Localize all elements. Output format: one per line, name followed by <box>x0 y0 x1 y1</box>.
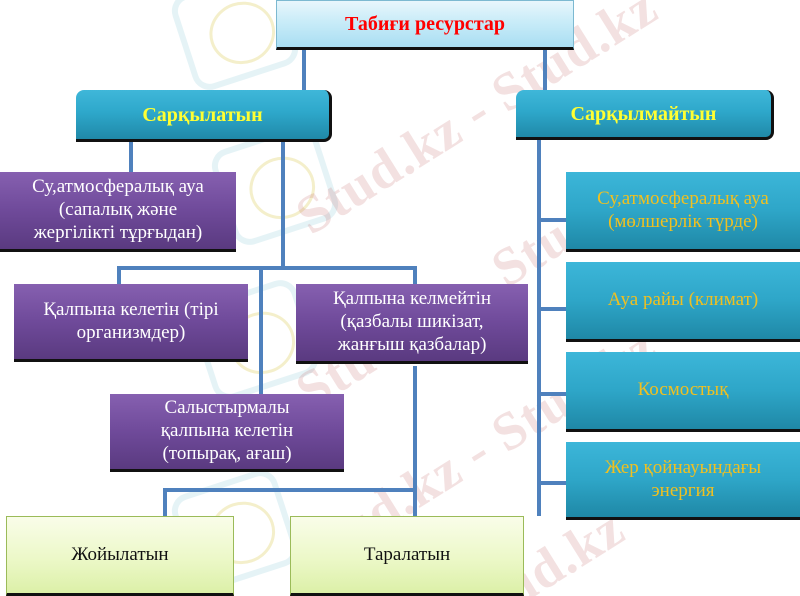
node-geothermal-label: Жер қойнауындағы энергия <box>604 456 762 501</box>
connector-root-right <box>543 48 547 92</box>
node-non-renewable: Қалпына келмейтін (қазбалы шикізат, жанғ… <box>296 284 528 364</box>
node-relatively-renewable-label: Салыстырмалы қалпына келетін (топырақ, а… <box>160 397 294 464</box>
node-cosmic-label: Космостық <box>637 379 729 401</box>
node-water-air-quality: Су,атмосфералық ауа (сапалық және жергіл… <box>0 172 236 252</box>
node-dispersing-label: Таралатын <box>363 543 451 565</box>
category-exhaustible: Сарқылатын <box>76 90 332 142</box>
node-non-renewable-label: Қалпына келмейтін (қазбалы шикізат, жанғ… <box>332 288 492 355</box>
connector-to-water-air <box>129 140 133 174</box>
node-climate-label: Ауа райы (климат) <box>607 289 759 311</box>
node-dispersing: Таралатын <box>290 516 524 596</box>
root-label: Табиғи ресурстар <box>344 13 506 35</box>
node-cosmic: Космостық <box>566 352 800 432</box>
node-climate: Ауа райы (климат) <box>566 262 800 342</box>
node-inexhaustible-water-air-label: Су,атмосфералық ауа (мөлшерлік түрде) <box>597 187 769 232</box>
category-exhaustible-label: Сарқылатын <box>142 103 263 126</box>
connector-inexhaustible-trunk <box>537 138 541 516</box>
node-water-air-quality-label: Су,атмосфералық ауа (сапалық және жергіл… <box>32 176 204 243</box>
connector-to-depleting <box>163 488 167 518</box>
root-node: Табиғи ресурстар <box>276 0 574 50</box>
category-inexhaustible: Сарқылмайтын <box>516 90 774 140</box>
node-depleting-label: Жойылатын <box>71 543 169 565</box>
node-geothermal: Жер қойнауындағы энергия <box>566 442 800 520</box>
connector-non-renewable-down <box>413 366 417 520</box>
connector-to-inexhaustible-2 <box>539 307 567 311</box>
node-renewable-label: Қалпына келетін (тірі организмдер) <box>43 298 219 343</box>
connector-to-inexhaustible-1 <box>539 218 567 222</box>
connector-to-renewable <box>117 266 121 286</box>
category-inexhaustible-label: Сарқылмайтын <box>570 102 717 125</box>
node-relatively-renewable: Салыстырмалы қалпына келетін (топырақ, а… <box>110 394 344 472</box>
connector-exhaustible-branch <box>117 266 417 270</box>
connector-bottom-branch <box>163 488 417 492</box>
connector-exhaustible-trunk <box>281 140 285 268</box>
connector-root-left <box>302 48 306 92</box>
connector-to-inexhaustible-4 <box>539 481 567 485</box>
node-inexhaustible-water-air: Су,атмосфералық ауа (мөлшерлік түрде) <box>566 172 800 252</box>
connector-to-inexhaustible-3 <box>539 392 567 396</box>
connector-to-relatively-renewable <box>259 266 263 396</box>
connector-to-non-renewable <box>413 266 417 286</box>
node-depleting: Жойылатын <box>6 516 234 596</box>
node-renewable: Қалпына келетін (тірі организмдер) <box>14 284 248 362</box>
